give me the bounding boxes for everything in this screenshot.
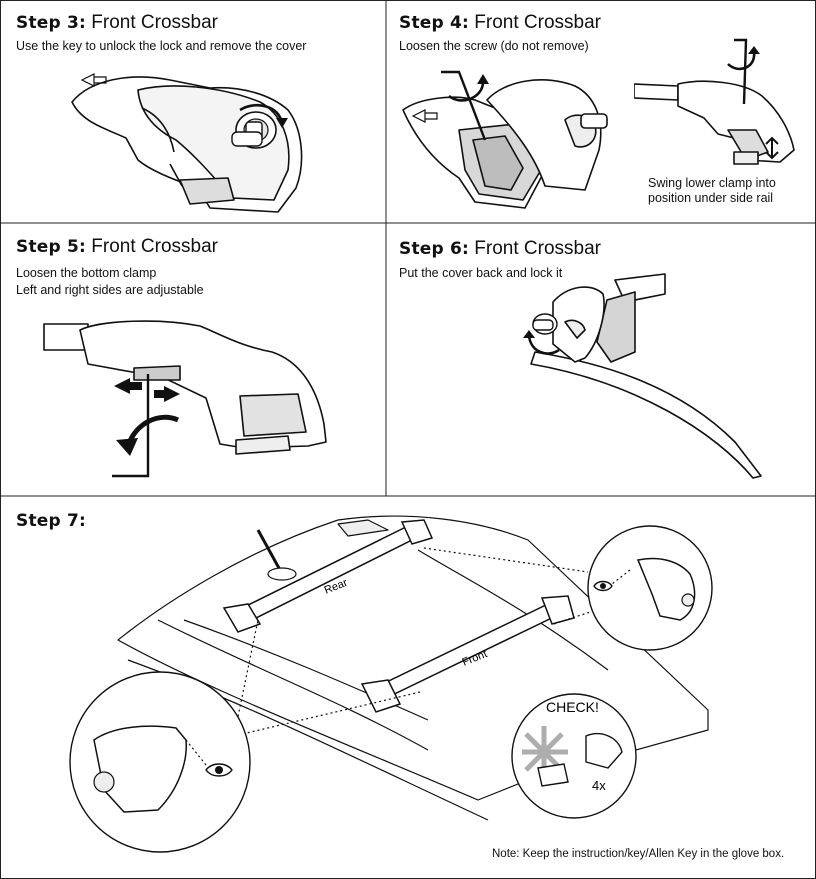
step6-description: Put the cover back and lock it xyxy=(399,266,563,280)
step6-title: Step 6: Front Crossbar xyxy=(399,238,601,260)
allen-key-icon xyxy=(112,374,150,478)
allen-key-icon xyxy=(441,70,487,141)
zoom-detail-left xyxy=(69,671,251,853)
double-arrow-icon xyxy=(114,378,180,402)
step3-label: Step 3: xyxy=(16,13,87,33)
step4-caption-line1: Swing lower clamp into xyxy=(648,176,776,190)
step4-heading: Front Crossbar xyxy=(474,12,601,33)
step4-title: Step 4: Front Crossbar xyxy=(399,12,601,34)
step3-illustration xyxy=(71,73,303,213)
step3-heading: Front Crossbar xyxy=(91,12,218,33)
rear-crossbar xyxy=(222,519,434,633)
step4-description: Loosen the screw (do not remove) xyxy=(399,39,589,53)
step5-description: Loosen the bottom clamp Left and right s… xyxy=(16,265,204,299)
step4-illustration-right xyxy=(634,38,795,165)
check-hand-icon xyxy=(522,726,623,787)
rotate-arrow-icon xyxy=(448,81,485,102)
step5-description-line1: Loosen the bottom clamp xyxy=(16,266,157,280)
front-crossbar xyxy=(360,595,575,713)
check-detail: CHECK! 4x xyxy=(511,693,637,819)
step3-title: Step 3: Front Crossbar xyxy=(16,12,218,34)
allen-key-icon xyxy=(734,38,748,105)
step5-label: Step 5: xyxy=(16,237,87,257)
step5-title: Step 5: Front Crossbar xyxy=(16,236,218,258)
key-icon xyxy=(231,111,277,149)
step6-label: Step 6: xyxy=(399,239,470,259)
footer-note: Note: Keep the instruction/key/Allen Key… xyxy=(492,848,785,860)
step6-heading: Front Crossbar xyxy=(474,238,601,259)
key-icon xyxy=(532,313,558,335)
zoom-detail-right xyxy=(587,525,713,651)
rotate-arrow-icon xyxy=(727,51,756,71)
step5-description-line2: Left and right sides are adjustable xyxy=(16,283,204,297)
check-label: CHECK! xyxy=(546,699,599,715)
step4-caption: Swing lower clamp into position under si… xyxy=(648,176,776,206)
step4-caption-line2: position under side rail xyxy=(648,191,774,205)
step7-label: Step 7: xyxy=(16,511,87,531)
step6-illustration xyxy=(523,273,762,479)
step7-illustration: Rear Front xyxy=(69,515,713,853)
eye-icon xyxy=(205,763,233,777)
antenna xyxy=(256,529,297,581)
step4-label: Step 4: xyxy=(399,13,470,33)
step5-heading: Front Crossbar xyxy=(91,236,218,257)
eye-icon xyxy=(593,580,613,592)
step4-illustration-left xyxy=(402,70,608,209)
step7-title: Step 7: xyxy=(16,510,86,532)
step3-description: Use the key to unlock the lock and remov… xyxy=(16,39,307,53)
step5-illustration xyxy=(43,320,327,478)
double-arrow-icon xyxy=(765,136,779,160)
rotate-arrow-icon xyxy=(527,335,560,355)
count-label: 4x xyxy=(592,778,606,793)
